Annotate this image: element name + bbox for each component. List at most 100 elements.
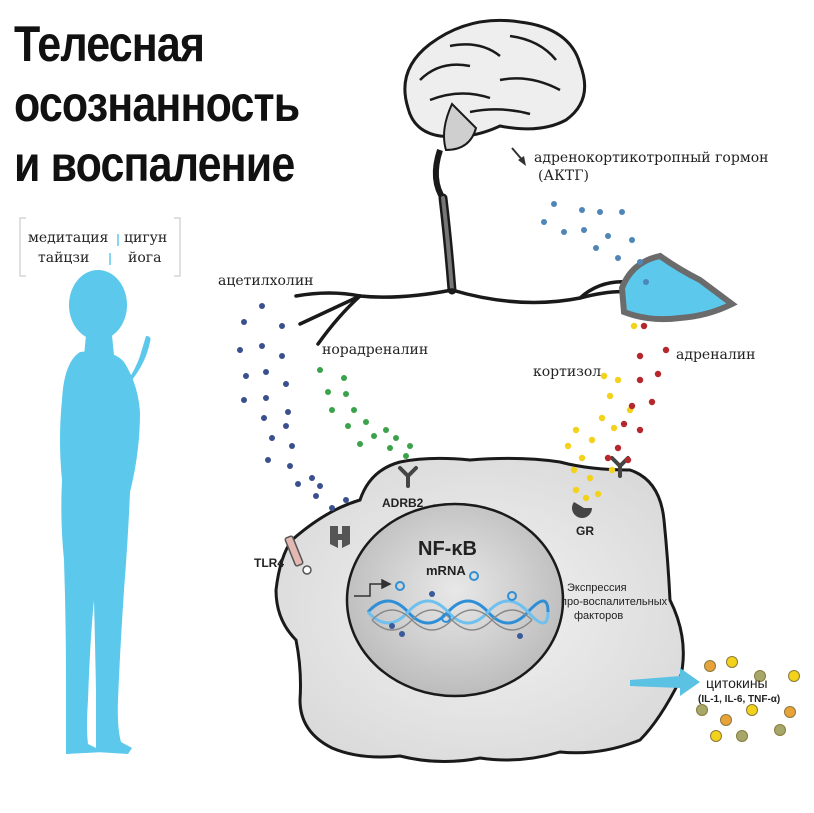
cortisol-molecule: [600, 372, 608, 380]
noradrenaline-molecule: [345, 423, 351, 429]
acth-label: адренокортикотропный гормон: [534, 150, 769, 166]
title-line-1: Телесная: [14, 16, 205, 72]
practice-taichi: тайцзи: [38, 250, 90, 266]
acetylcholine-molecule: [329, 505, 335, 511]
noradrenaline-molecule: [329, 407, 335, 413]
nerve-branches: [294, 280, 632, 346]
noradrenaline-molecule: [343, 391, 349, 397]
acth-molecule: [579, 207, 585, 213]
practice-qigong: цигун: [124, 230, 168, 246]
cortisol-molecule: [594, 490, 602, 498]
dna-nodes: [389, 591, 523, 639]
cytokine-molecule: [784, 706, 796, 718]
acth-arrow: [511, 147, 526, 166]
cortisol-molecule: [570, 466, 578, 474]
acth-label-abbr: (АКТГ): [538, 168, 589, 184]
transcription-arrow: [354, 578, 392, 597]
acetylcholine-molecule: [279, 323, 285, 329]
cortisol-molecule: [614, 376, 622, 384]
cytokine-molecule: [726, 656, 738, 668]
acetylcholine-dots: [237, 303, 349, 511]
gr-receptor-icon: [572, 502, 592, 518]
expression-label-2: про-воспалительных: [561, 596, 668, 608]
cortisol-label: кортизол: [533, 364, 602, 380]
cytokine-molecule: [754, 670, 766, 682]
noradrenaline-molecule: [357, 441, 363, 447]
acth-molecule: [541, 219, 547, 225]
adrenaline-label: адреналин: [676, 347, 756, 363]
adrenaline-molecule: [654, 370, 662, 378]
cortisol-dots: [564, 322, 638, 502]
adrb2-label: ADRB2: [382, 496, 424, 510]
adrenaline-molecule: [614, 444, 622, 452]
acetylcholine-molecule: [259, 303, 265, 309]
adrenaline-molecule: [628, 402, 636, 410]
acetylcholine-molecule: [295, 481, 301, 487]
acetylcholine-molecule: [237, 347, 243, 353]
cortisol-molecule: [598, 414, 606, 422]
cortisol-molecule: [572, 426, 580, 434]
cytokine-dots: [696, 656, 800, 742]
noradrenaline-molecule: [387, 445, 393, 451]
cortisol-molecule: [572, 486, 580, 494]
dna-helix-icon: [366, 599, 550, 631]
acetylcholine-molecule: [263, 395, 269, 401]
adrenaline-molecule: [624, 456, 632, 464]
acetylcholine-molecule: [269, 435, 275, 441]
acetylcholine-molecule: [285, 409, 291, 415]
acetylcholine-molecule: [287, 463, 293, 469]
dna-nodes-hollow: [395, 571, 517, 623]
acetylcholine-molecule: [343, 497, 349, 503]
brain-icon: [403, 18, 587, 202]
cytokine-molecule: [746, 704, 758, 716]
practice-yoga: йога: [128, 250, 162, 266]
cytokine-arrow: [630, 668, 700, 696]
acetylcholine-molecule: [279, 353, 285, 359]
acetylcholine-molecule: [283, 423, 289, 429]
acetylcholine-molecule: [243, 373, 249, 379]
noradrenaline-molecule: [383, 427, 389, 433]
noradrenaline-molecule: [341, 375, 347, 381]
cortisol-molecule: [606, 392, 614, 400]
acth-molecule: [643, 279, 649, 285]
acetylcholine-molecule: [309, 475, 315, 481]
adrenaline-molecule: [662, 346, 670, 354]
adrenaline-molecule: [636, 376, 644, 384]
expression-label-3: факторов: [574, 610, 624, 622]
tlr4-receptor-icon: [284, 535, 312, 575]
practice-meditation: медитация: [28, 230, 109, 246]
acth-molecule: [615, 255, 621, 261]
noradrenaline-label: норадреналин: [322, 342, 429, 358]
ach-receptor-icon: [330, 526, 350, 548]
acetylcholine-label: ацетилхолин: [218, 273, 314, 289]
gr-label: GR: [576, 524, 594, 538]
expression-label-1: Экспрессия: [567, 582, 627, 594]
acetylcholine-molecule: [313, 493, 319, 499]
cell-nucleus: [345, 502, 565, 698]
acth-molecule: [551, 201, 557, 207]
title-line-3: и воспаление: [14, 136, 295, 192]
adrenaline-molecule: [604, 454, 612, 462]
acetylcholine-molecule: [289, 443, 295, 449]
nfkb-label: NF-κB: [418, 538, 477, 560]
acth-molecule: [619, 209, 625, 215]
noradrenaline-molecule: [325, 389, 331, 395]
acetylcholine-molecule: [241, 397, 247, 403]
title-line-2: осознанность: [14, 76, 300, 132]
cytokine-molecule: [696, 704, 708, 716]
cytokine-molecule: [710, 730, 722, 742]
acetylcholine-molecule: [265, 457, 271, 463]
tlr4-label: TLR4: [254, 556, 284, 570]
acth-molecule: [629, 237, 635, 243]
adrenaline-molecule: [640, 322, 648, 330]
noradrenaline-molecule: [393, 435, 399, 441]
practice-brackets: [19, 217, 181, 277]
acetylcholine-molecule: [283, 381, 289, 387]
noradrenaline-molecule: [407, 443, 413, 449]
acetylcholine-molecule: [317, 483, 323, 489]
cytokine-molecule: [704, 660, 716, 672]
acetylcholine-molecule: [259, 343, 265, 349]
human-silhouette: [60, 270, 151, 754]
adrenaline-molecule: [648, 398, 656, 406]
